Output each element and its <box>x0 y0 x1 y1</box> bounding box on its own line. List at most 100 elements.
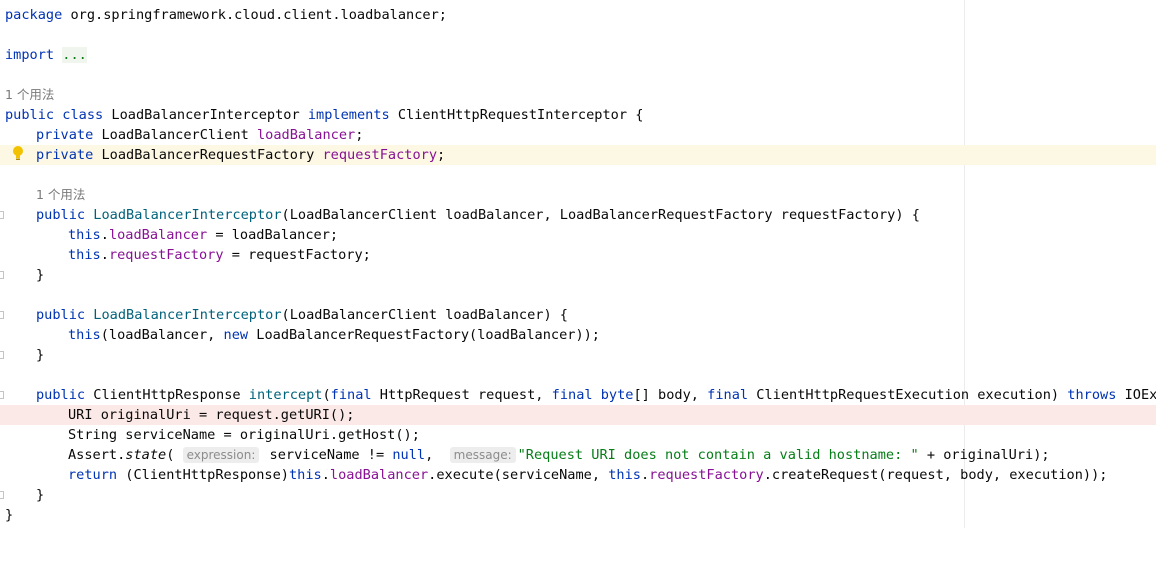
call: .createRequest(request, body, execution)… <box>763 467 1108 483</box>
constructor-name: LoadBalancerInterceptor <box>93 307 282 323</box>
code-line-close[interactable]: } <box>0 485 1156 505</box>
code-line[interactable]: this.loadBalancer = loadBalancer; <box>68 227 339 243</box>
keyword: public <box>36 307 86 323</box>
fold-marker-icon[interactable] <box>0 491 4 499</box>
method-name: intercept <box>248 387 323 403</box>
keyword: byte <box>600 387 634 403</box>
keyword: null <box>392 447 426 463</box>
fold-marker-icon[interactable] <box>0 311 4 319</box>
constructor-name: LoadBalancerInterceptor <box>93 207 282 223</box>
code-line-package[interactable]: package org.springframework.cloud.client… <box>0 5 1156 25</box>
field-name: requestFactory <box>322 147 438 163</box>
parameter-hint: expression: <box>182 447 260 463</box>
field-type: LoadBalancerRequestFactory <box>93 147 323 163</box>
class-name: LoadBalancerInterceptor <box>111 107 300 123</box>
comma: , <box>425 447 442 463</box>
code-line-field-requestfactory[interactable]: private LoadBalancerRequestFactory reque… <box>0 145 1156 165</box>
parameter-hint: message: <box>449 447 516 463</box>
args: LoadBalancerRequestFactory(loadBalancer)… <box>248 327 600 343</box>
keyword: package <box>5 7 63 23</box>
exception-type: IOExcep <box>1124 387 1156 403</box>
keyword: this <box>68 227 101 243</box>
paren: ( <box>322 387 331 403</box>
code-line-class-close[interactable]: } <box>0 505 1156 525</box>
close-brace: } <box>36 347 45 363</box>
fold-marker-icon[interactable] <box>0 351 4 359</box>
dot: . <box>640 467 650 483</box>
code-line-field-loadbalancer[interactable]: private LoadBalancerClient loadBalancer; <box>0 125 1156 145</box>
keyword: this <box>68 327 101 343</box>
usages-hint[interactable]: 1 个用法 <box>5 87 55 102</box>
fold-marker-icon[interactable] <box>0 271 4 279</box>
cast: (ClientHttpResponse) <box>117 467 289 483</box>
keyword: this <box>68 247 101 263</box>
keyword: return <box>68 467 118 483</box>
code-line-class-declaration[interactable]: public class LoadBalancerInterceptor imp… <box>0 105 1156 125</box>
close-brace: } <box>36 267 45 283</box>
keyword: final <box>551 387 593 403</box>
keyword: public <box>5 107 55 123</box>
field-ref: requestFactory <box>108 247 224 263</box>
code-line[interactable]: String serviceName = originalUri.getHost… <box>0 425 1156 445</box>
right-margin-guide <box>964 0 965 528</box>
code-editor[interactable]: package org.springframework.cloud.client… <box>0 0 1156 528</box>
code-line-return[interactable]: return (ClientHttpResponse)this.loadBala… <box>0 465 1156 485</box>
expr: serviceName != <box>261 447 393 463</box>
keyword: public <box>36 387 86 403</box>
keyword: implements <box>307 107 390 123</box>
code-line-close[interactable]: } <box>0 265 1156 285</box>
lightbulb-icon[interactable] <box>12 145 24 161</box>
fold-marker-icon[interactable] <box>0 211 4 219</box>
expr: + originalUri); <box>918 447 1050 463</box>
parameters: (LoadBalancerClient loadBalancer) { <box>281 307 568 323</box>
usage-hint-line: 1 个用法 <box>0 85 1156 105</box>
code-line-intercept-method[interactable]: public ClientHttpResponse intercept(fina… <box>0 385 1156 405</box>
call-target: Assert. <box>68 447 126 463</box>
keyword: private <box>36 127 94 143</box>
package-name: org.springframework.cloud.client.loadbal… <box>62 7 447 23</box>
close-brace: } <box>5 507 14 523</box>
keyword: this <box>288 467 322 483</box>
param: HttpRequest request, <box>371 387 552 403</box>
assignment: = loadBalancer; <box>207 227 339 243</box>
keyword: class <box>62 107 104 123</box>
statement: String serviceName = originalUri.getHost… <box>68 427 420 443</box>
call: .execute(serviceName, <box>428 467 609 483</box>
field-name: loadBalancer <box>256 127 356 143</box>
return-type: ClientHttpResponse <box>85 387 249 403</box>
keyword: throws <box>1067 387 1117 403</box>
fold-marker-icon[interactable] <box>0 391 4 399</box>
keyword: final <box>330 387 372 403</box>
field-ref: loadBalancer <box>329 467 429 483</box>
static-method: state <box>125 447 167 463</box>
code-line-constructor-2[interactable]: public LoadBalancerInterceptor(LoadBalan… <box>0 305 1156 325</box>
close-brace: } <box>36 487 45 503</box>
code-line-assert[interactable]: Assert.state( expression: serviceName !=… <box>0 445 1156 465</box>
interface-name: ClientHttpRequestInterceptor { <box>397 107 644 123</box>
code-line[interactable]: this(loadBalancer, new LoadBalancerReque… <box>0 325 1156 345</box>
import-fold-button[interactable]: ... <box>62 47 87 63</box>
parameters: (LoadBalancerClient loadBalancer, LoadBa… <box>281 207 920 223</box>
assignment: = requestFactory; <box>223 247 371 263</box>
code-line-import[interactable]: import ... <box>0 45 1156 65</box>
code-line[interactable]: this.requestFactory = requestFactory; <box>68 247 371 263</box>
paren: ( <box>166 447 175 463</box>
param: [] body, <box>633 387 708 403</box>
semicolon: ; <box>355 127 364 143</box>
field-ref: loadBalancer <box>108 227 208 243</box>
code-line-close[interactable]: } <box>0 345 1156 365</box>
statement: URI originalUri = request.getURI(); <box>68 407 355 423</box>
string-literal: "Request URI does not contain a valid ho… <box>517 447 919 463</box>
code-line-breakpoint[interactable]: URI originalUri = request.getURI(); <box>0 405 1156 425</box>
keyword: final <box>707 387 749 403</box>
keyword: this <box>608 467 641 483</box>
usages-hint[interactable]: 1 个用法 <box>36 187 86 202</box>
keyword: new <box>223 327 249 343</box>
space <box>593 387 601 403</box>
keyword: private <box>36 147 94 163</box>
keyword: import <box>5 47 55 63</box>
dot: . <box>321 467 330 483</box>
code-line-constructor-1[interactable]: public LoadBalancerInterceptor(LoadBalan… <box>0 205 1156 225</box>
args: (loadBalancer, <box>100 327 224 343</box>
param: ClientHttpRequestExecution execution) <box>748 387 1068 403</box>
